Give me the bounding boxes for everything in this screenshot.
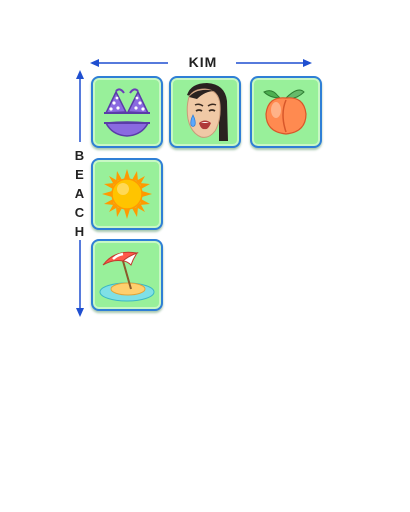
- sun-icon: [102, 169, 152, 219]
- crying-face-icon: [186, 83, 228, 141]
- beach-letter-e: E: [75, 167, 85, 182]
- tile-sun[interactable]: [91, 158, 163, 230]
- bikini-icon: [104, 88, 150, 137]
- peach-icon: [263, 89, 307, 135]
- tile-beach-umbrella[interactable]: [91, 239, 163, 311]
- tile-bikini[interactable]: [91, 76, 163, 148]
- beach-letter-a: A: [74, 186, 86, 201]
- tile-crying-face[interactable]: [169, 76, 241, 148]
- tile-peach[interactable]: [250, 76, 322, 148]
- beach-letter-c: C: [74, 205, 86, 220]
- kim-axis-label: KIM: [188, 54, 218, 70]
- beach-letter-b: B: [74, 148, 86, 163]
- beach-letter-h: H: [74, 224, 86, 239]
- beach-umbrella-island-icon: [99, 251, 155, 302]
